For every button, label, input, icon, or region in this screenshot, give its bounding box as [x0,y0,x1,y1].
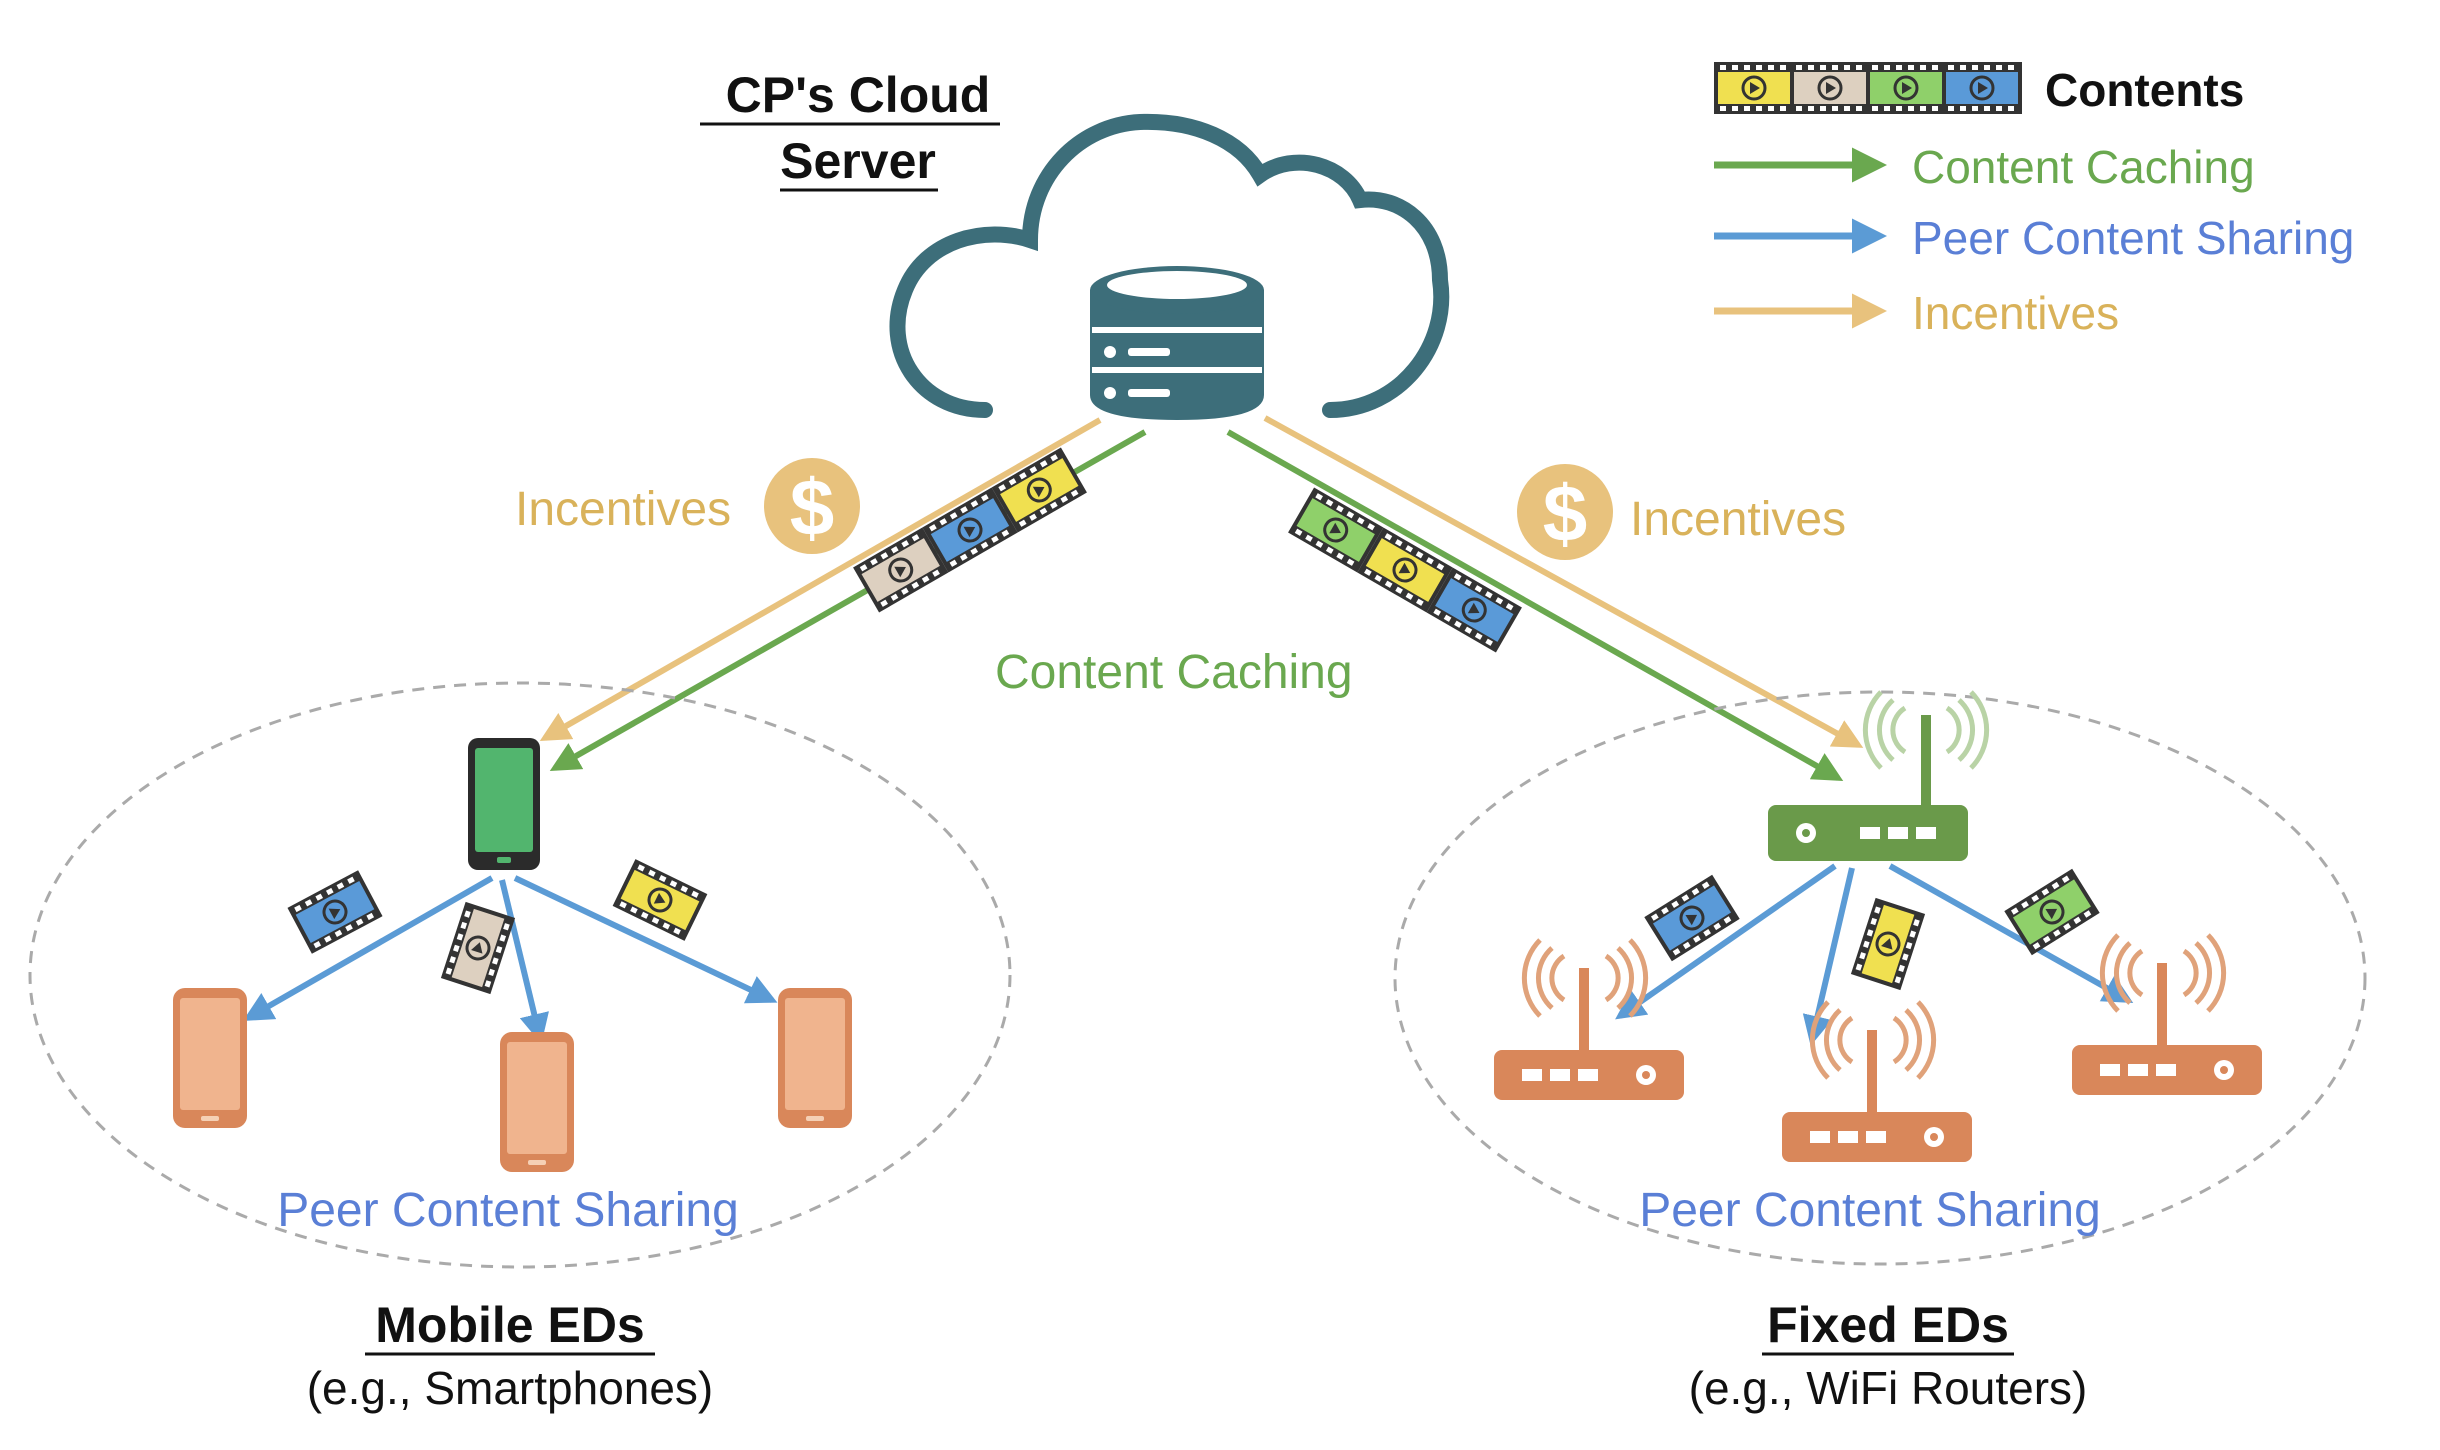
mobile-eds-boundary [28,681,1012,1269]
dollar-coin-icon-left: $ [764,458,860,554]
cloud-server-group [889,113,1450,420]
cloud-icon [889,113,1450,418]
legend-contents-films [1714,62,2022,114]
incentives-label-left: Incentives [515,483,731,536]
mobile-eds-caption: Mobile EDs (e.g., Smartphones) [307,1297,714,1414]
router-icon-1 [1494,940,1684,1100]
fixed-eds-caption: Fixed EDs (e.g., WiFi Routers) [1689,1297,2088,1414]
fixed-eds-title: Fixed EDs [1767,1297,2009,1353]
fixed-eds-boundary [1393,690,2367,1266]
cloud-title-line2: Server [780,133,936,189]
svg-text:$: $ [1543,469,1588,558]
incentive-arrow-right [1263,415,1864,748]
legend-incentives-label: Incentives [1912,287,2119,339]
database-icon [1090,266,1264,420]
content-strip-left [853,447,1087,612]
svg-text:$: $ [790,463,835,552]
router-icon-3 [2072,935,2262,1095]
sharing-arrow-mobile-3 [513,875,778,1004]
smartphone-icon-2 [500,1032,574,1172]
smartphone-icon-hub [468,738,540,870]
legend-caching-label: Content Caching [1912,141,2255,193]
legend-contents-label: Contents [2045,64,2244,116]
smartphone-icon-1 [173,988,247,1128]
content-film-mobile-1 [287,870,382,953]
mobile-eds-title: Mobile EDs [375,1297,644,1353]
dollar-coin-icon-right: $ [1517,464,1613,560]
peer-sharing-label-fixed: Peer Content Sharing [1639,1184,2101,1237]
caching-arrow-right [1226,429,1844,781]
incentives-label-right: Incentives [1630,493,1846,546]
smartphone-icon-3 [778,988,852,1128]
legend: Contents Content Caching Peer Content Sh… [1714,62,2354,339]
fixed-eds-subtitle: (e.g., WiFi Routers) [1689,1362,2088,1414]
peer-sharing-label-mobile: Peer Content Sharing [277,1184,739,1237]
content-film-mobile-2 [441,902,515,994]
legend-sharing-label: Peer Content Sharing [1912,212,2354,264]
content-caching-label: Content Caching [995,646,1353,699]
router-icon-hub [1768,690,1990,861]
incentive-arrow-left [539,417,1102,741]
content-film-fixed-3 [2004,869,2099,955]
sharing-arrow-mobile-2 [499,879,549,1044]
cloud-title-line1: CP's Cloud [726,67,991,123]
sharing-arrow-mobile-1 [242,875,494,1021]
cloud-title: CP's Cloud Server [700,67,1000,192]
router-icon-2 [1782,1002,1972,1162]
content-film-fixed-1 [1644,875,1739,961]
mobile-eds-subtitle: (e.g., Smartphones) [307,1362,714,1414]
content-strip-right [1288,487,1522,652]
sharing-arrow-fixed-3 [1888,863,2134,1003]
content-film-fixed-2 [1851,898,1925,990]
sharing-arrow-fixed-1 [1615,863,1837,1020]
